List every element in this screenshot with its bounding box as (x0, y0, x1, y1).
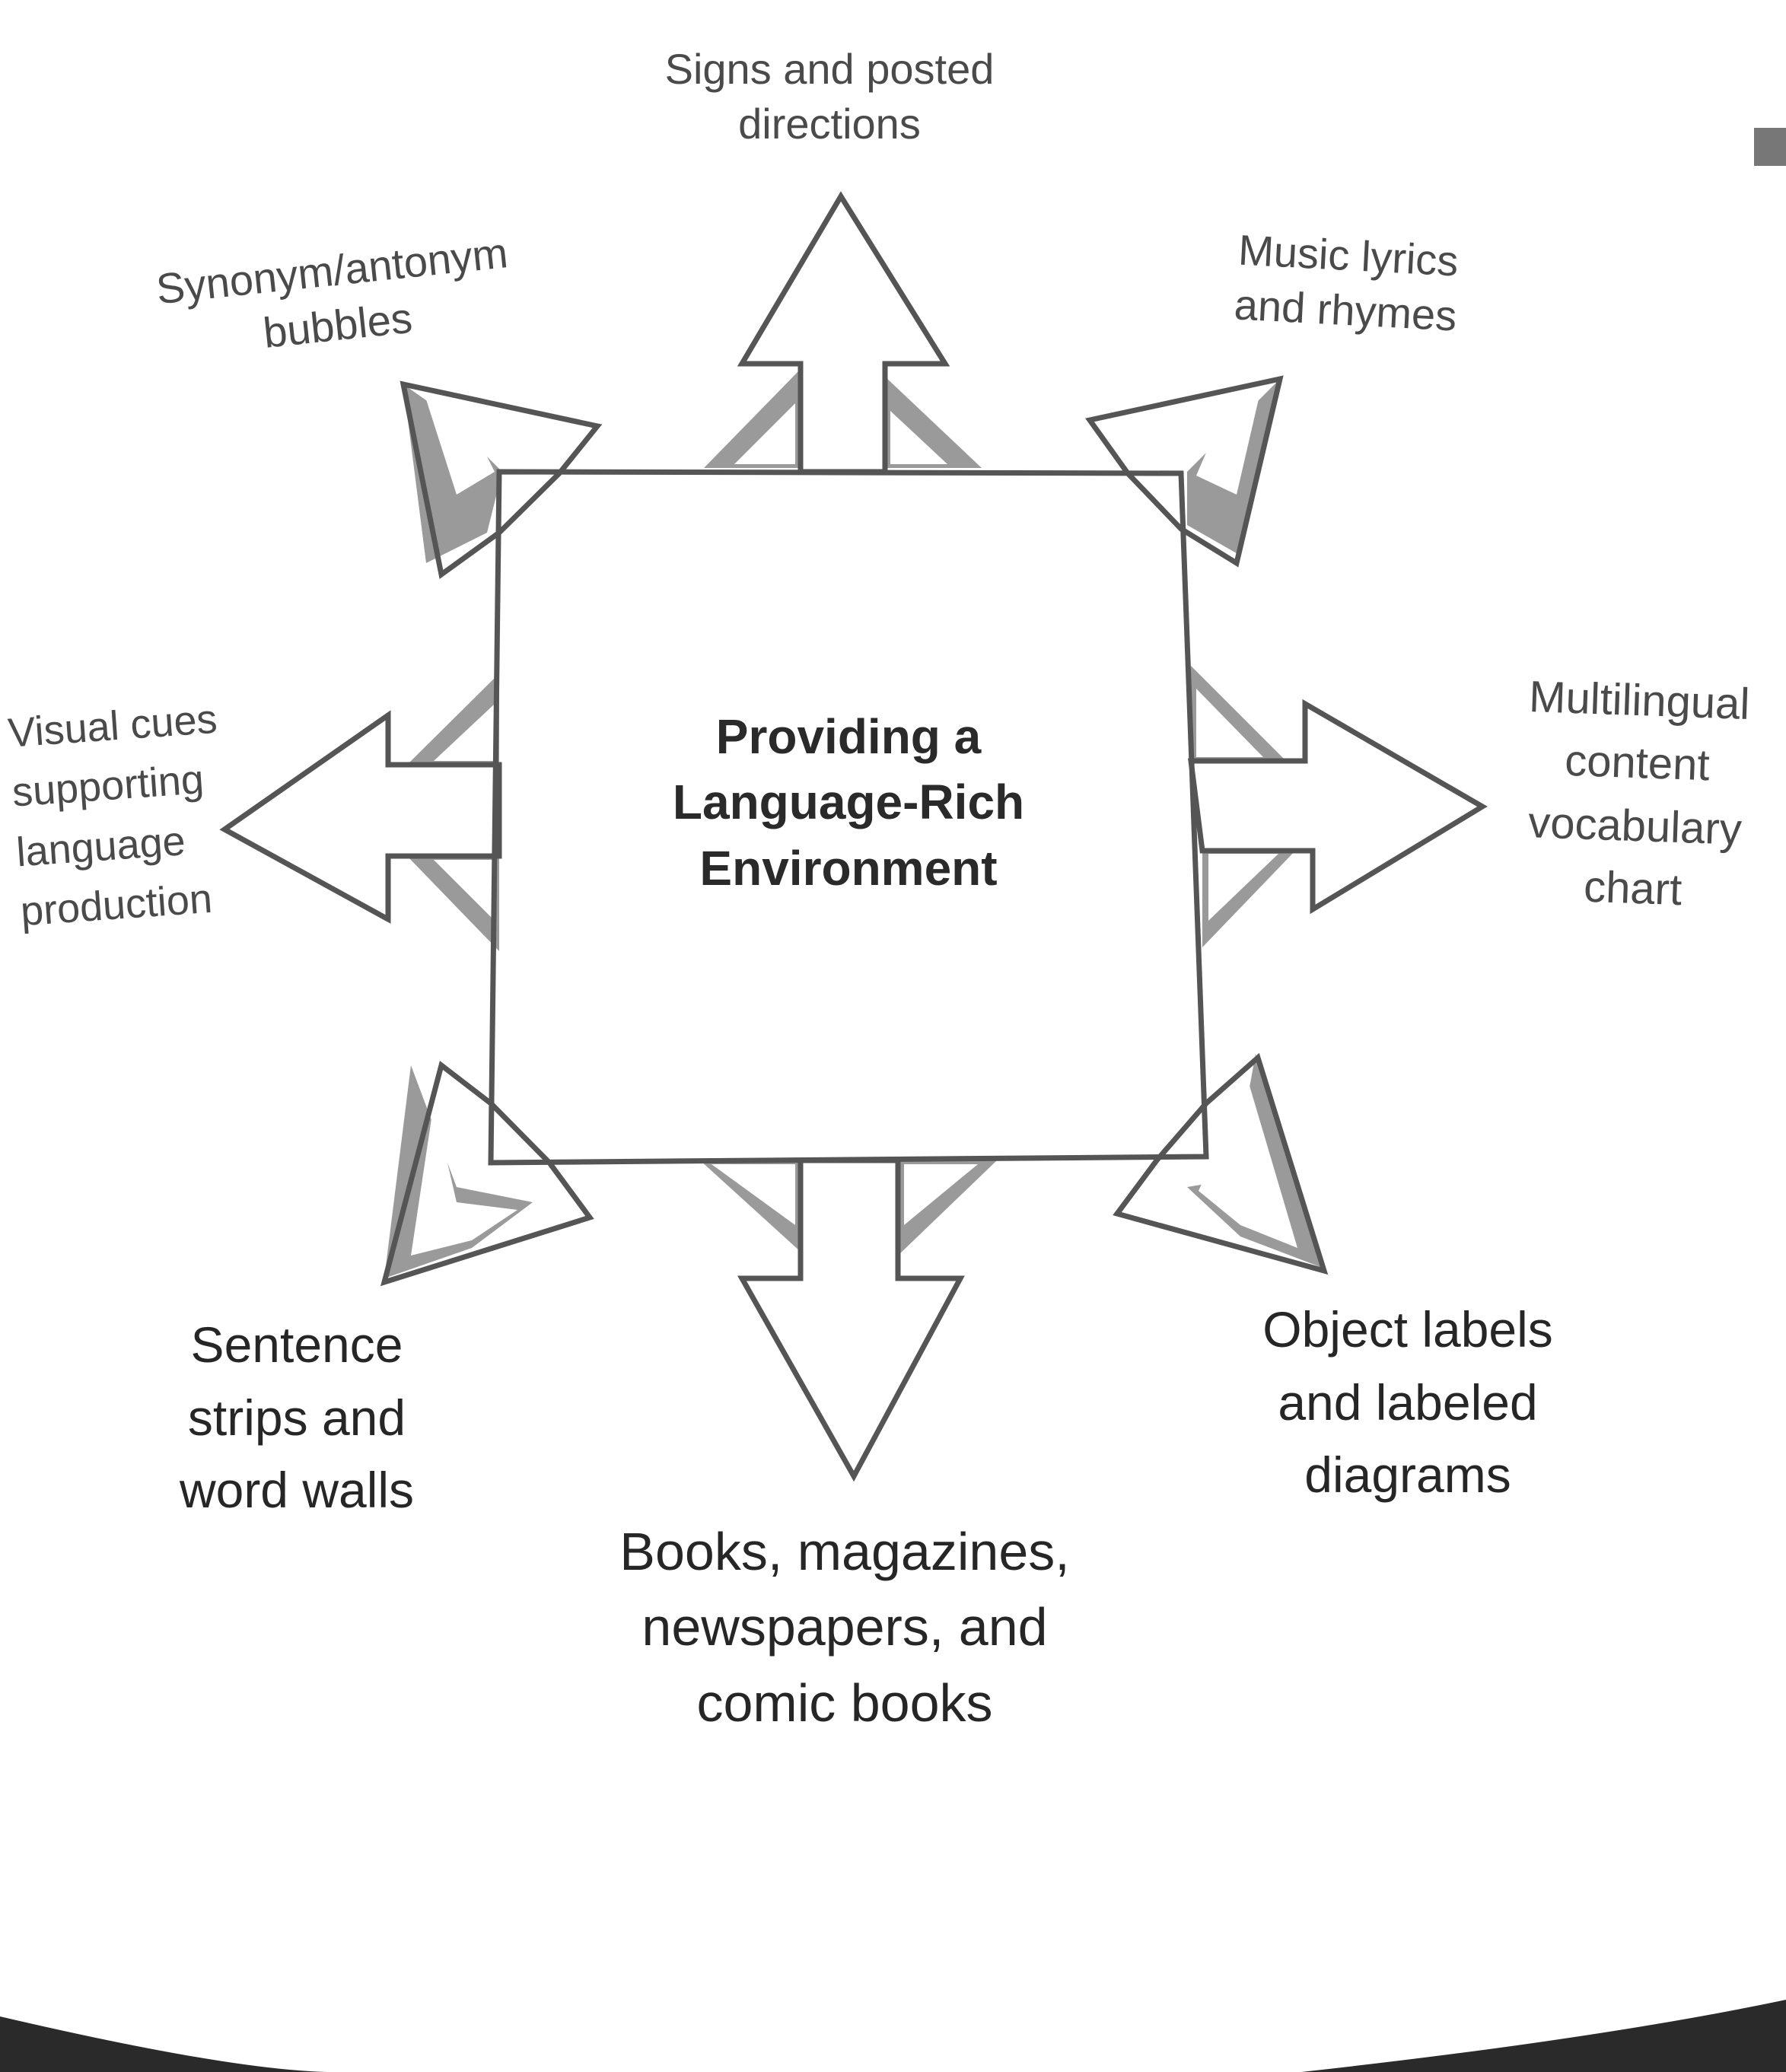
label-music-lyrics-and-rhymes: Music lyrics and rhymes (1233, 225, 1460, 340)
label-visual-cues-supporting-language-production: Visual cues supporting language producti… (6, 695, 219, 935)
label-signs-and-posted-directions: Signs and posted directions (664, 45, 995, 148)
label-sentence-strips-and-word-walls: Sentence strips and word walls (179, 1316, 415, 1519)
arrow-up-right (1085, 375, 1284, 568)
scan-edge-shadow (0, 2016, 327, 2072)
center-box (488, 469, 1209, 1166)
scan-edge-shadow-right (1301, 2000, 1786, 2072)
corner-mark (1754, 128, 1786, 166)
arrow-down-left (380, 1061, 594, 1287)
arrow-down (737, 1157, 965, 1482)
label-books-magazines-newspapers-comic-books: Books, magazines, newspapers, and comic … (619, 1522, 1070, 1733)
center-title: Providing a Language-Rich Environment (672, 709, 1025, 896)
shade-sw (384, 1065, 533, 1278)
arrow-right (1188, 699, 1488, 915)
arrow-down-right (1113, 1052, 1329, 1275)
label-object-labels-and-labeled-diagrams: Object labels and labeled diagrams (1262, 1301, 1553, 1504)
arrow-up-left (400, 380, 603, 580)
diagram-outlines (219, 191, 1488, 1482)
label-multilingual-content-vocabulary-chart: Multilingual content vocabulary chart (1527, 672, 1751, 915)
arrow-up (737, 191, 950, 475)
arrow-left (219, 710, 502, 924)
